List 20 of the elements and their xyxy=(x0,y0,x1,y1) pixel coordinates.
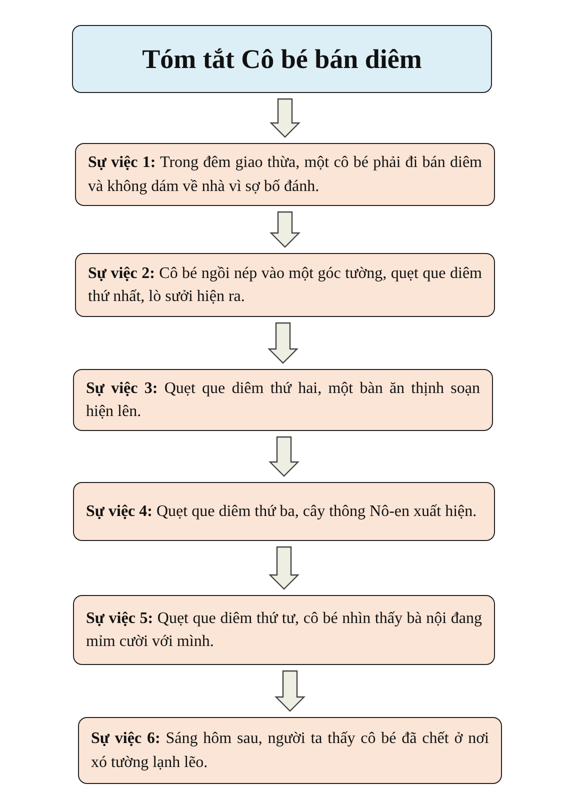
block-arrow xyxy=(270,211,300,248)
step-text: Sự việc 5: Quẹt que diêm thứ tư, cô bé nhìn thấy bà nội đang mỉm cười với mình. xyxy=(86,608,482,652)
process-box xyxy=(78,717,502,784)
title-box xyxy=(72,25,492,93)
step-text: Sự việc 1: Trong đêm giao thừa, một cô bé phải đi bán diêm và không dám về nhà vì sợ bố đánh. xyxy=(88,153,482,196)
process-box xyxy=(75,143,495,206)
block-arrow xyxy=(268,546,300,590)
title-text: Tóm tắt Cô bé bán diêm xyxy=(142,44,422,74)
process-box xyxy=(73,482,495,541)
step-text: Sự việc 3: Quẹt que diêm thứ hai, một bàn ăn thịnh soạn hiện lên. xyxy=(86,378,480,422)
process-box xyxy=(75,253,495,317)
step-text: Sự việc 6: Sáng hôm sau, người ta thấy cô bé đã chết ở nơi xó tường lạnh lẽo. xyxy=(91,729,489,772)
step-text: Sự việc 4: Quẹt que diêm thứ ba, cây thông Nô-en xuất hiện. xyxy=(86,502,478,522)
block-arrow xyxy=(274,670,306,712)
step-text: Sự việc 2: Cô bé ngồi nép vào một góc tường, quẹt que diêm thứ nhất, lò sưởi hiện ra. xyxy=(88,264,482,307)
block-arrow xyxy=(268,436,300,477)
process-box xyxy=(73,369,493,431)
block-arrow xyxy=(270,98,300,138)
process-box xyxy=(73,595,495,665)
block-arrow xyxy=(268,322,298,364)
